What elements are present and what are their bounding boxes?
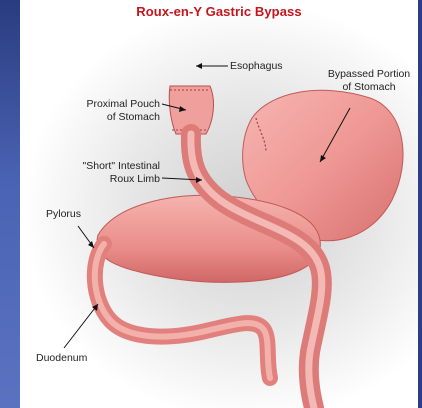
slide-right-edge bbox=[418, 0, 422, 408]
label-pylorus: Pylorus bbox=[46, 208, 81, 221]
slide-left-edge bbox=[0, 0, 20, 408]
illustration-panel: Roux-en-Y Gastric Bypass Esophagus Bypas… bbox=[20, 0, 418, 408]
label-bypassed-portion: Bypassed Portion of Stomach bbox=[320, 68, 418, 94]
label-esophagus: Esophagus bbox=[230, 60, 283, 73]
label-roux-limb: "Short" Intestinal Roux Limb bbox=[50, 160, 160, 186]
diagram-title: Roux-en-Y Gastric Bypass bbox=[20, 4, 418, 19]
label-proximal-pouch: Proximal Pouch of Stomach bbox=[54, 98, 160, 124]
anatomy-illustration bbox=[20, 0, 418, 408]
pointer-duodenum bbox=[64, 304, 98, 348]
label-duodenum: Duodenum bbox=[36, 352, 87, 365]
